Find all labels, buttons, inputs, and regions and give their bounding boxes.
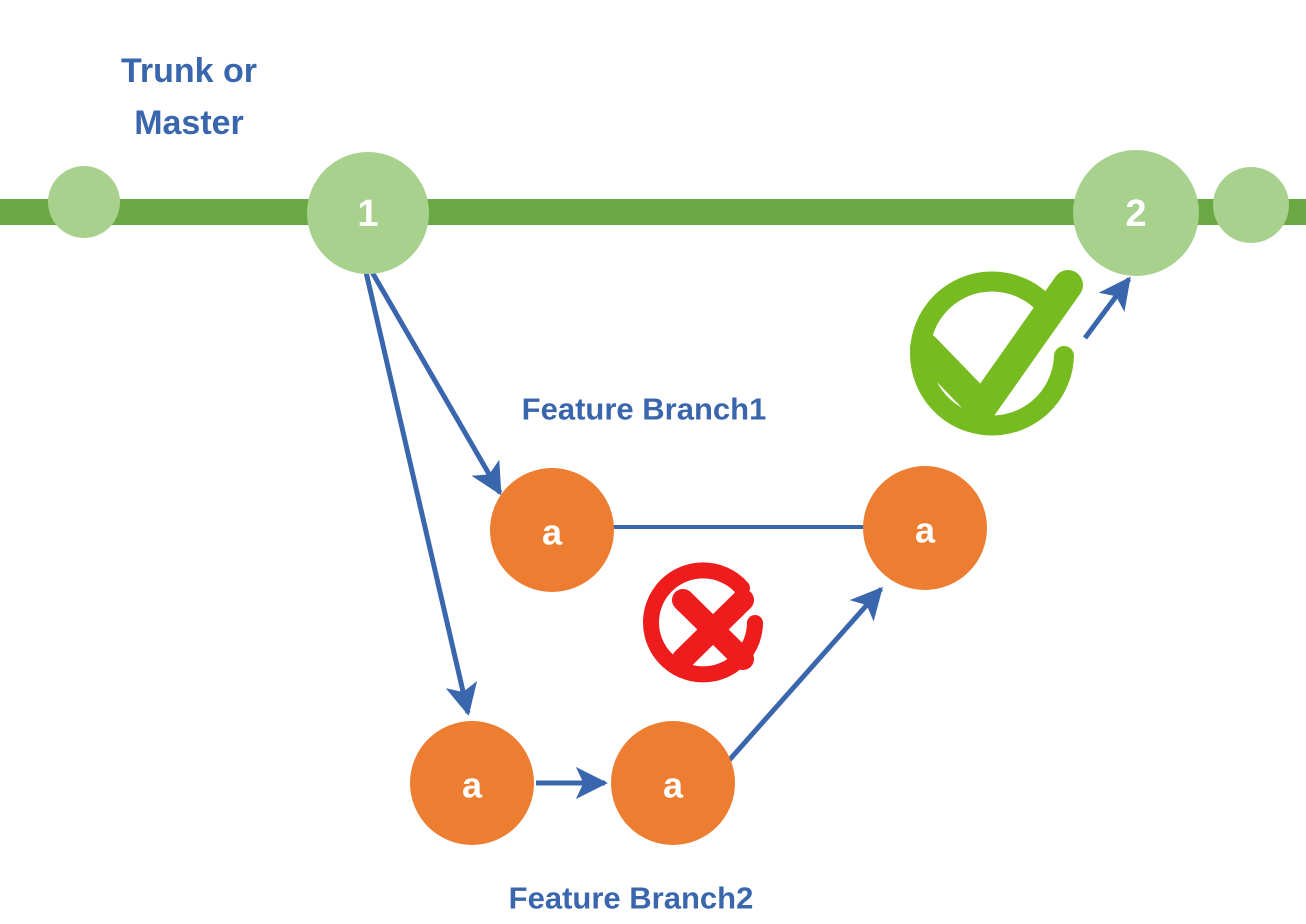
- trunk-node-2-label: 2: [1125, 193, 1146, 235]
- trunk-node-1-label: 1: [357, 193, 378, 235]
- feature-branch1-commit-a2-label: a: [915, 510, 936, 551]
- feature-branch2-commit-a1: [410, 721, 534, 845]
- feature-branch2-commit-a2: [611, 721, 735, 845]
- success-check-mark: [910, 270, 1083, 431]
- feature-branch1-commit-a1: [490, 468, 614, 592]
- arrow-trunk1-to-branch2: [363, 271, 478, 716]
- arrow-trunk1-to-branch1: [369, 270, 503, 496]
- success-check-icon: [910, 270, 1083, 436]
- trunk-title-line1: Trunk or: [121, 52, 257, 90]
- trunk-node-start: [48, 166, 120, 238]
- trunk-node-2: [1073, 150, 1199, 276]
- arrow-branch2-a2-to-branch1-a2: [722, 586, 883, 768]
- trunk-node-1: [307, 152, 429, 274]
- trunk-title-line2: Master: [134, 104, 244, 142]
- trunk-nodes-group: 1 2: [48, 150, 1289, 276]
- feature-branch1-commit-a2: [863, 466, 987, 590]
- failure-cross-stroke-2: [672, 589, 754, 670]
- feature-branch1-label: Feature Branch1: [522, 392, 767, 427]
- feature-branch2-commit-a1-label: a: [462, 765, 483, 806]
- failure-cross-icon: [643, 562, 763, 683]
- success-check-ring: [910, 271, 1074, 436]
- connectors-group: [363, 270, 1132, 800]
- feature-branch2-label: Feature Branch2: [509, 881, 754, 916]
- feature-branch1-commit-a1-label: a: [542, 512, 563, 553]
- trunk-node-end: [1213, 167, 1289, 243]
- captions-group: Trunk or Master Feature Branch1 Feature …: [121, 52, 766, 916]
- feature-branch2-commit-a2-label: a: [663, 765, 684, 806]
- feature-nodes-group: a a a a: [410, 466, 987, 845]
- arrow-branch1-a2-to-trunk2: [1082, 276, 1132, 340]
